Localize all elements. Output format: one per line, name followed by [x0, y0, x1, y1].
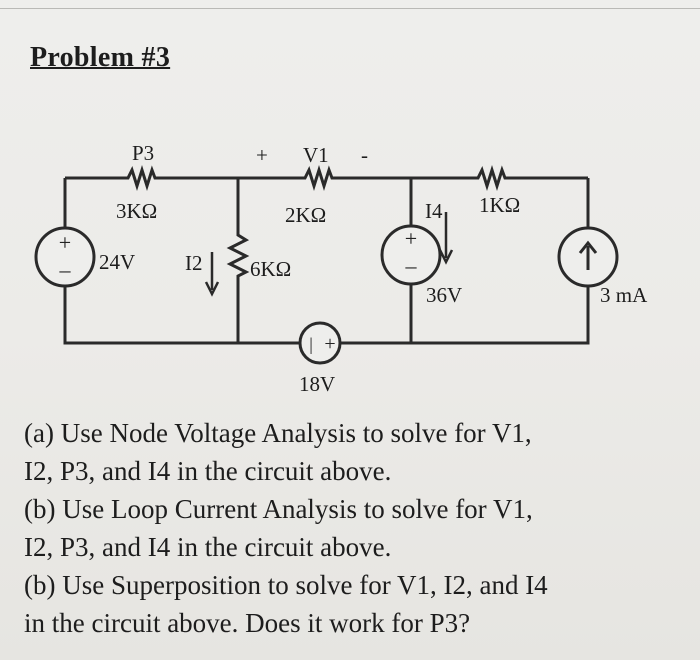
wire-top-right	[411, 164, 588, 192]
plus-sign: +	[59, 230, 71, 255]
minus-sign: –	[59, 257, 72, 282]
minus-sign: –	[405, 253, 418, 278]
resistor-2k-label: 2KΩ	[285, 203, 326, 227]
question-a-line1: (a) Use Node Voltage Analysis to solve f…	[24, 418, 532, 448]
v1-label: V1	[303, 143, 329, 167]
top-rule	[0, 8, 700, 9]
wire-top-middle	[238, 164, 411, 192]
v1-minus-label: -	[361, 143, 368, 167]
down-arrow-icon	[438, 212, 454, 265]
v1-plus-label: +	[256, 143, 268, 167]
wire-left	[63, 178, 590, 345]
source-36v-label: 36V	[426, 283, 462, 307]
voltage-source-18v	[298, 321, 342, 365]
question-b-line2: I2, P3, and I4 in the circuit above.	[24, 532, 392, 562]
plus-sign: +	[405, 226, 417, 251]
down-arrow-icon	[204, 252, 220, 297]
up-arrow-icon	[578, 240, 598, 270]
wire-top-left	[65, 164, 238, 192]
problem-title: Problem #3	[30, 42, 171, 73]
voltage-source-36v	[380, 224, 442, 286]
i4-label: I4	[425, 199, 443, 223]
resistor-6k-label: 6KΩ	[250, 257, 291, 281]
question-a-line2: I2, P3, and I4 in the circuit above.	[24, 456, 392, 486]
question-b-line1: (b) Use Loop Current Analysis to solve f…	[24, 494, 533, 524]
voltage-source-24v	[34, 226, 96, 288]
question-c-line1: (b) Use Superposition to solve for V1, I…	[24, 570, 548, 600]
resistor-1k-label: 1KΩ	[479, 193, 520, 217]
minus-sign: |	[309, 334, 313, 354]
i2-label: I2	[185, 251, 203, 275]
resistor-3k-label: 3KΩ	[116, 199, 157, 223]
source-24v-label: 24V	[99, 250, 135, 274]
source-3ma-label: 3 mA	[600, 283, 648, 307]
question-c-line2: in the circuit above. Does it work for P…	[24, 608, 471, 638]
p3-label: P3	[132, 141, 154, 165]
wire-middle-branch	[226, 178, 250, 343]
plus-sign: +	[324, 333, 335, 355]
source-18v-label: 18V	[299, 372, 335, 396]
question-list: (a) Use Node Voltage Analysis to solve f…	[24, 414, 548, 642]
circuit-diagram: + – + – | + P3 + V1 - 3KΩ 2KΩ 6KΩ 1KΩ 24…	[34, 141, 648, 396]
